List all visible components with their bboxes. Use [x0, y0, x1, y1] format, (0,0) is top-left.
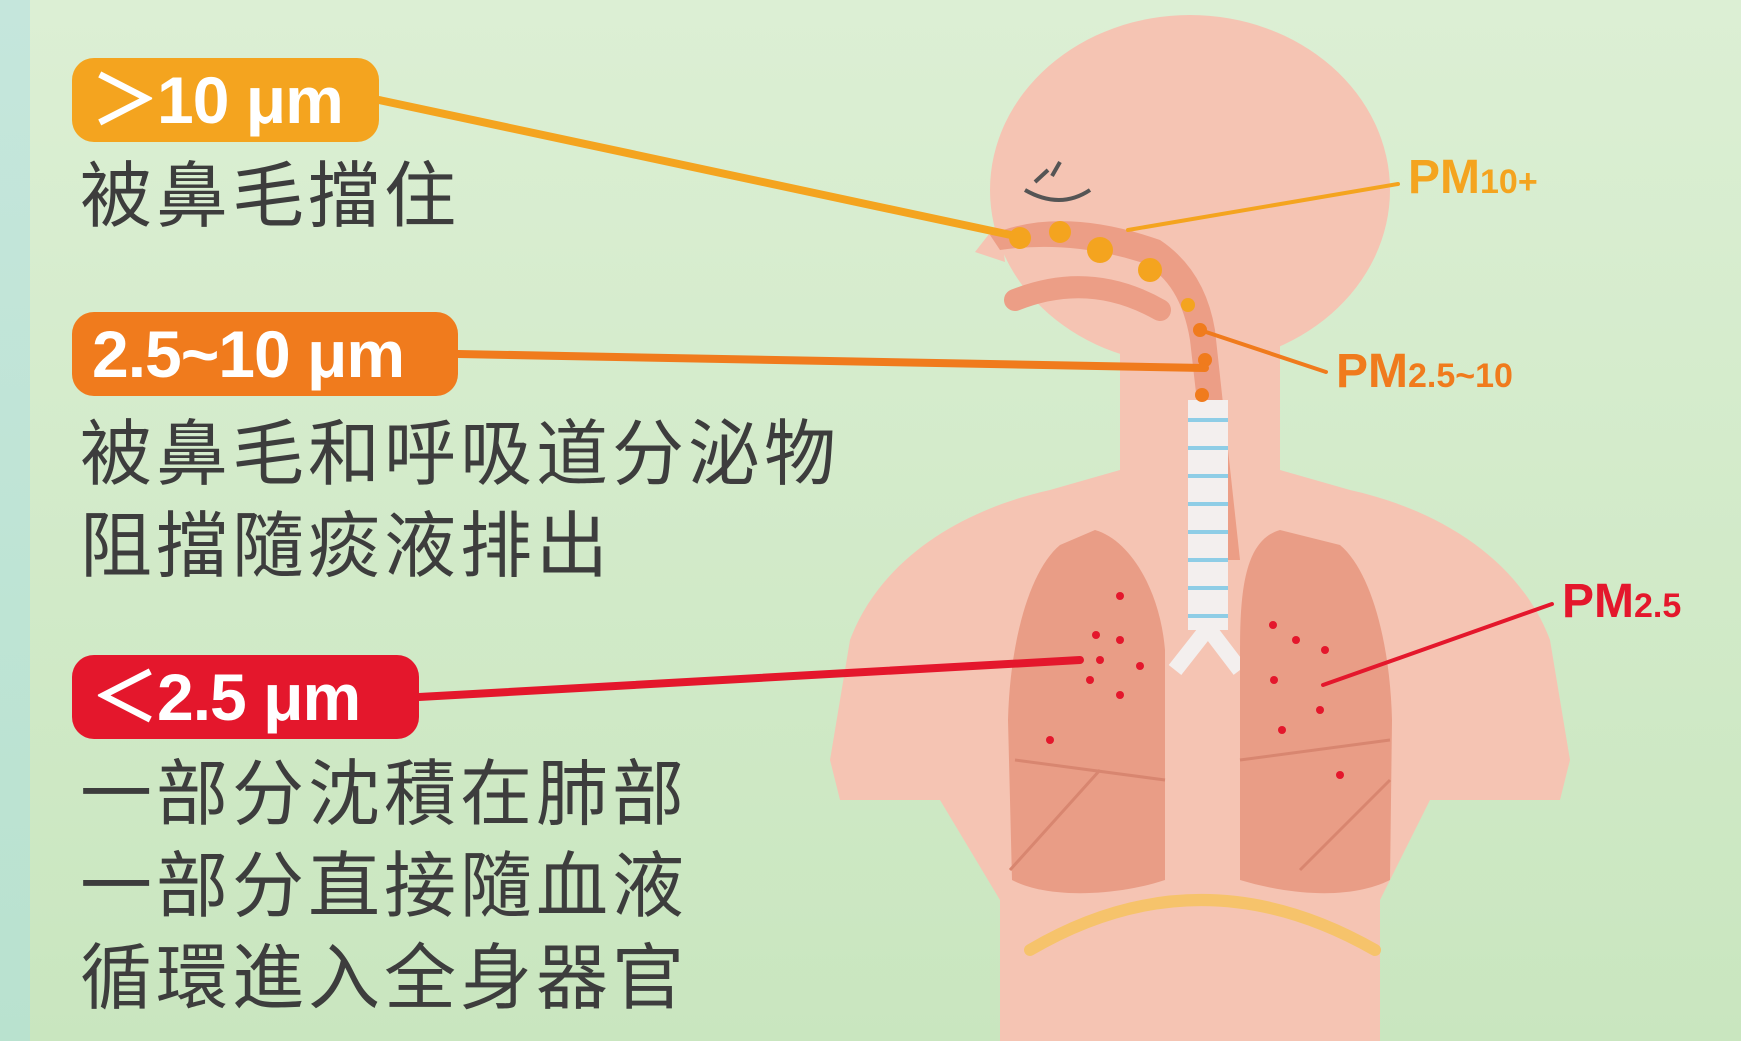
- pm-label-sub: 10+: [1480, 163, 1538, 201]
- size-badge-2-5-to-10: 2.5~10 μm: [72, 312, 458, 396]
- pm-label-sub: 2.5: [1634, 587, 1681, 625]
- pm2-5-10-label: PM2.5~10: [1336, 344, 1513, 399]
- pm-label-main: PM: [1408, 151, 1480, 204]
- pm-label-main: PM: [1336, 345, 1408, 398]
- size-badge-over-10: ＞10 μm: [72, 58, 379, 142]
- pm-label-main: PM: [1562, 575, 1634, 628]
- description-line: 被鼻毛擋住: [80, 150, 460, 242]
- description-line: 一部分沈積在肺部: [80, 748, 688, 840]
- pm10-label: PM10+: [1408, 150, 1538, 205]
- description-2-5-to-10: 被鼻毛和呼吸道分泌物 阻擋隨痰液排出: [80, 408, 840, 592]
- description-line: 阻擋隨痰液排出: [80, 500, 840, 592]
- pm2-5-label: PM2.5: [1562, 574, 1681, 629]
- description-over-10: 被鼻毛擋住: [80, 150, 460, 242]
- description-line: 一部分直接隨血液: [80, 840, 688, 932]
- description-line: 被鼻毛和呼吸道分泌物: [80, 408, 840, 500]
- description-line: 循環進入全身器官: [80, 932, 688, 1024]
- description-under-2-5: 一部分沈積在肺部 一部分直接隨血液 循環進入全身器官: [80, 748, 688, 1024]
- size-badge-under-2-5: ＜2.5 μm: [72, 655, 419, 739]
- pm-label-sub: 2.5~10: [1408, 357, 1513, 395]
